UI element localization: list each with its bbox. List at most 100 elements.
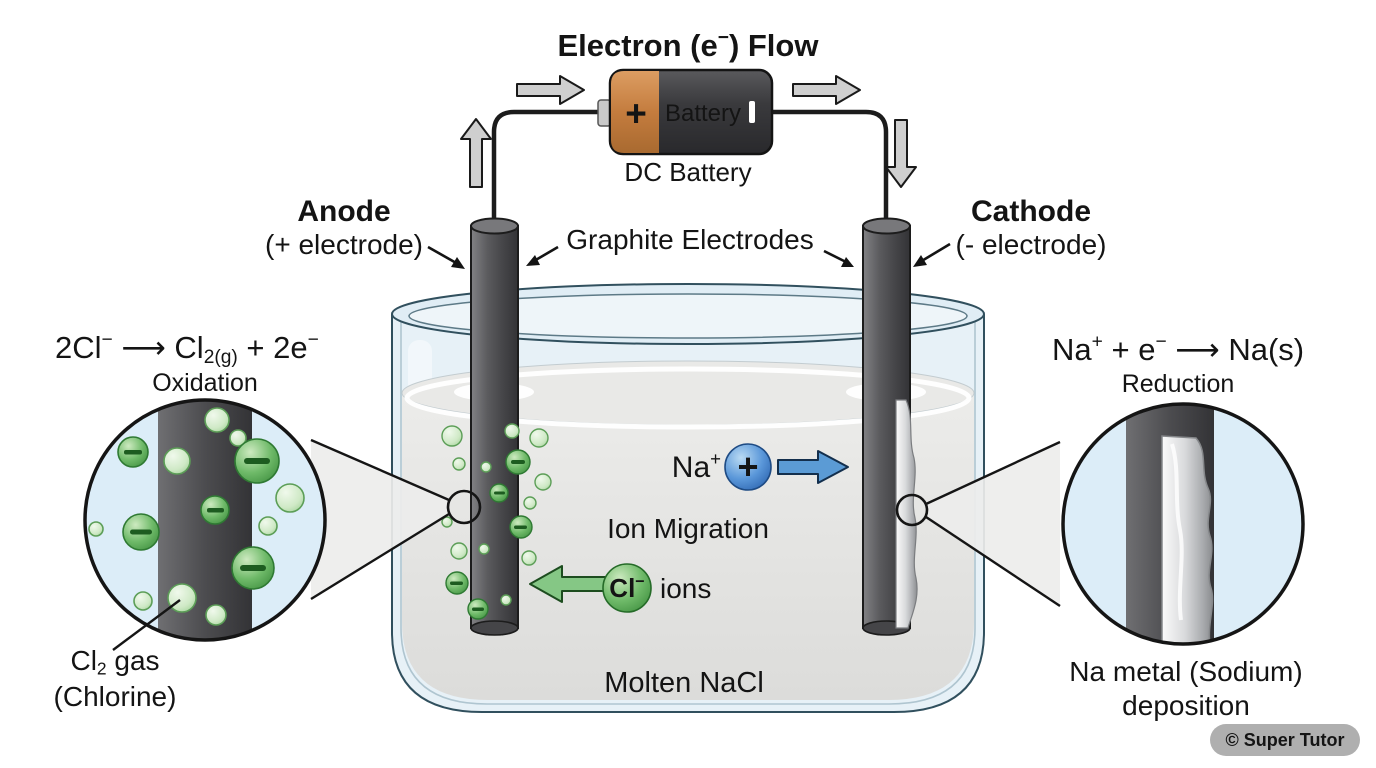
anode-title: Anode — [297, 195, 390, 228]
graphite-pointer-left — [533, 245, 559, 263]
anode-pointer-arrow — [427, 245, 459, 266]
sodium-line2: deposition — [1122, 690, 1250, 721]
cone-fill — [311, 440, 449, 599]
cathode-top-cap — [862, 217, 911, 235]
gas-bubble — [204, 407, 230, 433]
cathode-magnifier — [1061, 402, 1305, 646]
cathode-callout-circle — [895, 493, 929, 527]
gas-bubble — [167, 583, 197, 613]
anode-top-cap — [470, 217, 519, 235]
gas-bubble — [88, 521, 104, 537]
minus-icon — [207, 508, 224, 513]
gas-bubble — [478, 543, 490, 555]
sodium-migration-arrow-icon — [777, 450, 849, 484]
battery-positive-cap — [611, 71, 659, 153]
graphite-pointer-left-arrowhead-icon — [526, 255, 540, 266]
sodium-metal-label: Na metal (Sodium) deposition — [1069, 656, 1302, 721]
anode-reaction-equation: 2Cl− ⟶ Cl2(g) + 2e− Oxidation — [55, 330, 319, 397]
anode-callout-circle — [446, 489, 482, 525]
battery-negative-terminal-mark — [749, 101, 755, 123]
gas-bubble — [133, 591, 153, 611]
magnified-sodium-deposit — [1161, 435, 1214, 644]
graphite-pointer-right-arrowhead-icon — [841, 257, 854, 267]
gas-bubble — [163, 447, 191, 475]
minus-icon — [511, 460, 525, 464]
chloride-ions-suffix: ions — [660, 573, 711, 604]
battery: + Battery DC Battery — [597, 68, 774, 187]
anode-magnifier — [83, 398, 327, 642]
minus-icon — [244, 458, 270, 464]
beaker-rim-inner — [408, 293, 968, 339]
cathode-reaction-type: Reduction — [1122, 370, 1235, 398]
anode-equation-text: 2Cl− ⟶ Cl2(g) + 2e− — [55, 330, 319, 368]
ion-migration: Na+ + Ion Migration Cl− ions — [529, 443, 849, 613]
gas-bubble — [441, 516, 453, 528]
gas-bubble — [534, 473, 552, 491]
battery-label: Battery — [665, 100, 741, 127]
minus-icon — [240, 565, 266, 571]
graphite-pointer-right — [823, 249, 847, 264]
sodium-line1: Na metal (Sodium) — [1069, 656, 1302, 687]
electron-flow-arrow-left-icon — [516, 75, 585, 105]
magnifier-outline — [83, 398, 327, 642]
gas-bubble — [523, 496, 537, 510]
watermark-text: © Super Tutor — [1226, 730, 1345, 750]
gas-bubble — [521, 550, 537, 566]
sodium-deposit — [895, 399, 918, 629]
beaker-inner-wall — [400, 318, 976, 705]
cathode-reaction-equation: Na+ + e− ⟶ Na(s) Reduction — [1052, 332, 1304, 398]
minus-icon — [494, 491, 505, 495]
electron-flow-arrow-down-icon — [885, 119, 917, 188]
electron-flow-arrows — [460, 75, 917, 188]
cathode-pointer-arrow — [919, 242, 951, 264]
liquid-surface-highlight — [404, 366, 972, 430]
cathode-title: Cathode — [971, 195, 1091, 228]
cone-line — [925, 440, 1061, 506]
chlorine-bubbles — [441, 423, 552, 620]
cone-line — [925, 516, 1061, 607]
anode-pointer-arrowhead-icon — [451, 257, 465, 269]
deposit-highlight — [1170, 443, 1184, 621]
gas-bubble — [452, 457, 466, 471]
gas-bubble — [275, 483, 305, 513]
anode-bottom-cap — [470, 620, 519, 636]
gas-bubble — [258, 516, 278, 536]
electron-flow-arrow-up-icon — [460, 118, 492, 188]
battery-positive-sign: + — [625, 93, 647, 134]
wire-right — [772, 109, 889, 226]
cathode-pointer-arrowhead-icon — [913, 255, 927, 267]
minus-icon — [450, 581, 463, 585]
gas-bubble — [450, 542, 468, 560]
gas-bubble — [229, 429, 247, 447]
watermark-pill — [1210, 724, 1360, 756]
cathode-electrode — [862, 217, 918, 636]
cathode-label: Cathode (- electrode) — [913, 195, 1106, 267]
gas-bubble — [529, 428, 549, 448]
magnifier-outline — [1061, 402, 1305, 646]
cathode-magnifier-cone — [925, 440, 1061, 607]
chlorine-line1: Cl2 gas — [70, 645, 159, 678]
sodium-ion-label: Na+ — [672, 448, 721, 484]
minus-icon — [472, 607, 484, 611]
wire-left — [491, 109, 600, 226]
graphite-electrodes-label: Graphite Electrodes — [526, 224, 854, 267]
gas-bubble — [441, 425, 463, 447]
cathode-equation-text: Na+ + e− ⟶ Na(s) — [1052, 332, 1304, 367]
anode-reaction-type: Oxidation — [152, 369, 258, 397]
chlorine-pointer-line — [112, 599, 181, 651]
gas-bubble — [500, 594, 512, 606]
anode-label: Anode (+ electrode) — [265, 195, 465, 269]
cone-fill — [926, 442, 1060, 606]
gas-bubble — [504, 423, 520, 439]
gas-bubble — [205, 604, 227, 626]
watermark: © Super Tutor — [1210, 724, 1360, 756]
minus-icon — [514, 525, 527, 529]
cone-line — [310, 438, 450, 502]
chlorine-gas-label: Cl2 gas (Chlorine) — [54, 599, 181, 712]
chlorine-line2: (Chlorine) — [54, 681, 177, 712]
chloride-ion-badge — [602, 563, 652, 613]
graphite-electrodes-text: Graphite Electrodes — [566, 224, 813, 255]
anode-subtitle: (+ electrode) — [265, 229, 423, 260]
